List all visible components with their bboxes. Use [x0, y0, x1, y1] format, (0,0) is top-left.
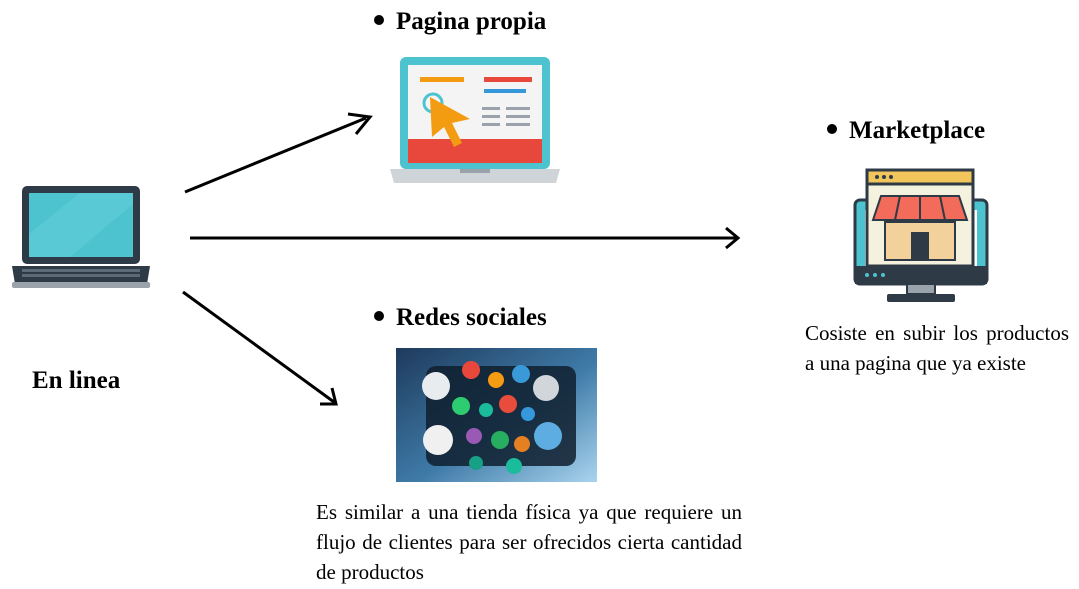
channel-title-pagina-propia: Pagina propia [374, 8, 546, 36]
channel-description-redes-sociales: Es similar a una tienda física ya que re… [316, 500, 742, 584]
bullet-icon [374, 15, 384, 26]
channel-description-marketplace: Cosiste en subir los productos a una pag… [805, 321, 1069, 375]
channel-title-redes-sociales: Redes sociales [374, 304, 547, 332]
storefront-monitor-icon [853, 168, 989, 302]
source-label: En linea [32, 367, 121, 394]
bullet-icon [827, 124, 837, 135]
web-page-laptop-icon [390, 57, 560, 183]
channel-title-marketplace: Marketplace [827, 117, 985, 145]
laptop-icon [12, 186, 150, 288]
social-media-apps-image [396, 348, 597, 482]
channel-title-text: Marketplace [849, 117, 986, 144]
bullet-icon [374, 311, 384, 322]
channel-title-text: Pagina propia [396, 8, 547, 35]
channel-title-text: Redes sociales [396, 304, 547, 331]
